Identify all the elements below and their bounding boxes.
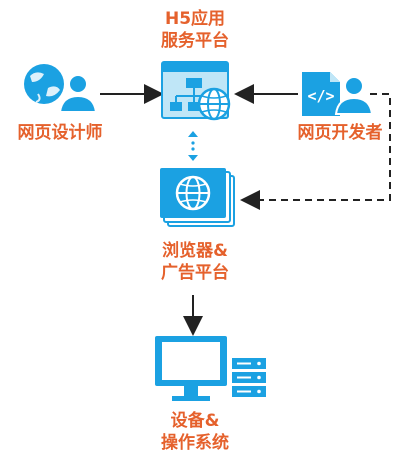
device-label-line2: 操作系统 bbox=[161, 433, 229, 453]
svg-text:</>: </> bbox=[307, 87, 334, 105]
browser-label-line2: 广告平台 bbox=[161, 263, 229, 283]
browser-label-line1: 浏览器& bbox=[162, 241, 228, 261]
browser-globe-icon bbox=[160, 168, 235, 227]
platform-label-line2: 服务平台 bbox=[161, 31, 229, 51]
browser-label: 浏览器& 广告平台 bbox=[125, 240, 265, 284]
dashed-arrow-developer-to-browser bbox=[240, 93, 391, 210]
platform-label: H5应用 服务平台 bbox=[125, 8, 265, 52]
device-label: 设备& 操作系统 bbox=[125, 410, 265, 454]
designer-label-line1: 网页设计师 bbox=[17, 123, 103, 143]
monitor-server-icon bbox=[155, 336, 266, 401]
developer-label: 网页开发者 bbox=[285, 122, 395, 144]
developer-label-line1: 网页开发者 bbox=[297, 123, 383, 143]
code-user-icon: </> bbox=[302, 72, 374, 116]
platform-label-line1: H5应用 bbox=[164, 9, 226, 29]
dotted-link-platform-browser bbox=[188, 131, 198, 161]
device-label-line1: 设备& bbox=[170, 411, 220, 431]
designer-label: 网页设计师 bbox=[5, 122, 115, 144]
sitemap-globe-icon bbox=[161, 61, 231, 121]
globe-user-icon bbox=[24, 64, 98, 113]
